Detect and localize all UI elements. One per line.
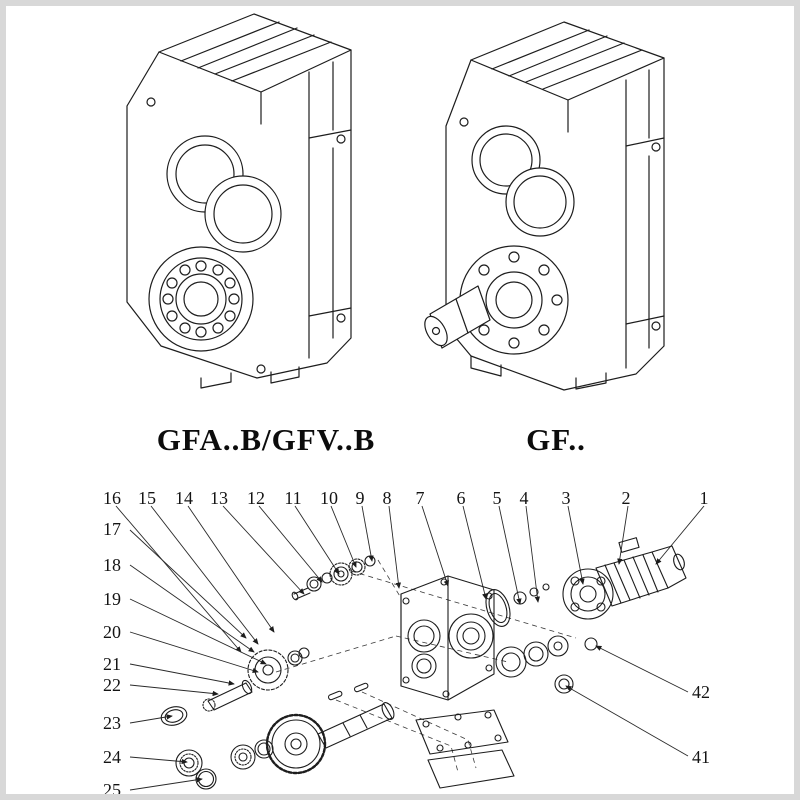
model-caption-gfab-gfvb: GFA..B/GFV..B <box>156 422 376 457</box>
gearbox-drawing-gf <box>424 21 665 391</box>
hollow-shaft-bearing <box>148 246 254 352</box>
part-number: 2 <box>621 488 631 508</box>
gear-housing <box>400 575 495 701</box>
part-number: 22 <box>103 675 121 695</box>
gasket-and-rings <box>485 583 598 694</box>
part-number: 24 <box>103 747 121 767</box>
output-gear <box>265 713 327 775</box>
part-number: 18 <box>103 555 121 575</box>
part-number: 11 <box>284 488 302 508</box>
part-number: 1 <box>699 488 709 508</box>
exploded-parts-diagram <box>115 505 705 791</box>
part-number: 13 <box>210 488 228 508</box>
part-number: 6 <box>456 488 466 508</box>
part-number: 20 <box>103 622 121 642</box>
part-number: 19 <box>103 589 121 609</box>
part-number: 17 <box>103 519 121 539</box>
part-number: 12 <box>247 488 265 508</box>
model-caption-gf: GF.. <box>526 422 586 457</box>
part-number: 3 <box>561 488 571 508</box>
intermediate-gear <box>247 647 310 691</box>
part-number: 41 <box>692 747 710 767</box>
part-number: 4 <box>519 488 529 508</box>
part-number: 16 <box>103 488 121 508</box>
output-shaft <box>317 682 395 749</box>
solid-output-shaft <box>424 285 491 349</box>
part-number: 8 <box>382 488 392 508</box>
input-bores <box>471 125 575 237</box>
part-number: 21 <box>103 654 121 674</box>
part-number: 10 <box>320 488 338 508</box>
part-number: 25 <box>103 780 121 800</box>
part-number: 9 <box>355 488 365 508</box>
part-number: 14 <box>175 488 193 508</box>
gearbox-drawing-gfab-gfvb <box>126 13 352 389</box>
part-number: 23 <box>103 713 121 733</box>
part-number: 42 <box>692 682 710 702</box>
pinion-shaft <box>202 679 253 712</box>
part-number: 7 <box>415 488 425 508</box>
seal-and-bearings <box>160 706 274 790</box>
part-number: 5 <box>492 488 502 508</box>
input-motor-unit <box>562 537 687 620</box>
input-bores <box>166 135 282 253</box>
input-gear-train <box>291 555 376 601</box>
leader-lines <box>115 505 705 791</box>
mounting-flange <box>415 709 515 789</box>
part-number: 15 <box>138 488 156 508</box>
